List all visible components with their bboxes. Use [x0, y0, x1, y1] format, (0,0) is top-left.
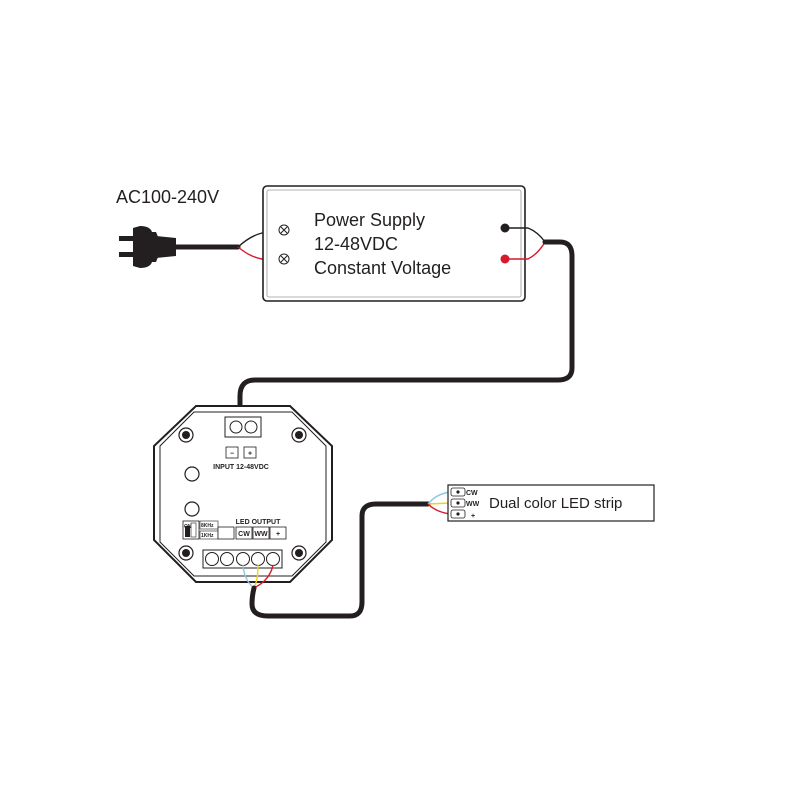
input-terminal-icon: [229, 420, 243, 434]
strip-wire-yellow: [427, 502, 451, 505]
power-supply-title: Power Supply: [314, 210, 425, 230]
output-cw-label: CW: [238, 531, 250, 538]
power-supply: Power Supply 12-48VDC Constant Voltage: [262, 185, 526, 302]
led-cable: [249, 501, 431, 619]
output-terminal-icon: [220, 552, 234, 566]
input-terminal-icon: [244, 420, 258, 434]
input-plus-label: +: [248, 451, 252, 458]
led-output-label: LED OUTPUT: [236, 519, 281, 526]
dc-positive-terminal-icon: [500, 254, 510, 264]
dc-cable: [237, 239, 575, 411]
input-minus-label: −: [230, 451, 234, 458]
led-strip: CW WW + Dual color LED strip: [447, 484, 655, 522]
ac-input-label: AC100-240V: [116, 187, 219, 207]
ac-terminal-icon: [278, 224, 290, 265]
input-voltage-label: INPUT 12-48VDC: [213, 464, 269, 471]
switch-1khz-label: 1KHz: [201, 533, 214, 539]
button-icon: [184, 501, 200, 517]
led-strip-label: Dual color LED strip: [489, 495, 622, 512]
strip-wire-red: [427, 503, 451, 515]
output-ww-label: WW: [254, 531, 268, 538]
output-terminal-icon: [205, 552, 219, 566]
dc-wire-red: [509, 241, 546, 260]
strip-pin-ww: WW: [466, 501, 480, 508]
strip-pin-cw: CW: [466, 490, 478, 497]
strip-pin-plus: +: [471, 513, 475, 520]
power-supply-voltage: 12-48VDC: [314, 234, 398, 254]
frequency-switch: ON 8KHz 1KHz: [182, 520, 219, 540]
controller: − + INPUT 12-48VDC ON 8KHz 1KHz LED OUTP…: [153, 405, 333, 583]
dc-wire-black: [509, 227, 546, 243]
ac-plug-icon: [119, 226, 176, 268]
strip-wire-blue: [427, 491, 451, 505]
ac-wire-red: [237, 246, 280, 260]
output-terminal-icon: [236, 552, 250, 566]
output-wire-red: [253, 564, 274, 589]
switch-on-label: ON: [184, 524, 192, 530]
output-terminal-icon: [266, 552, 280, 566]
dc-negative-terminal-icon: [500, 223, 510, 233]
ac-wire-black: [237, 229, 281, 248]
switch-8khz-label: 8KHz: [201, 523, 214, 529]
button-icon: [184, 466, 200, 482]
mount-screw-icon: [178, 427, 307, 561]
output-terminal-icon: [251, 552, 265, 566]
output-plus-label: +: [276, 531, 280, 538]
power-supply-type: Constant Voltage: [314, 258, 451, 278]
